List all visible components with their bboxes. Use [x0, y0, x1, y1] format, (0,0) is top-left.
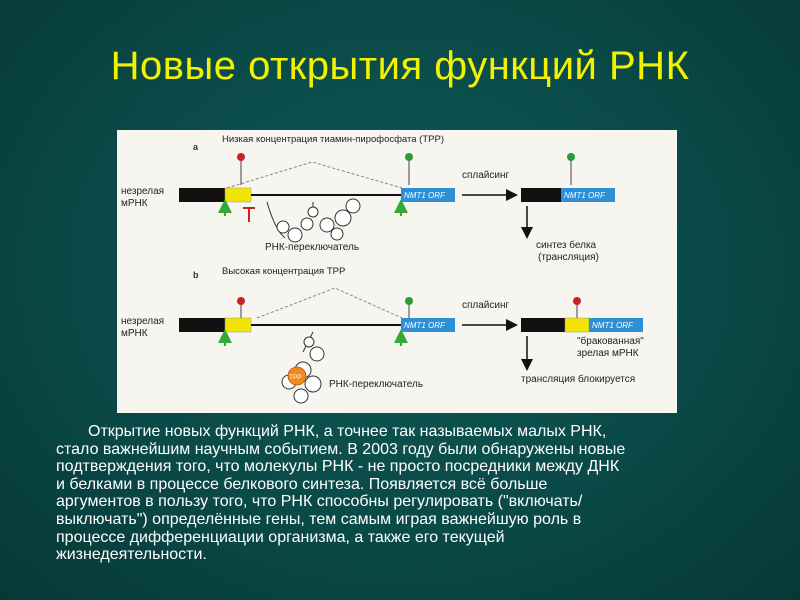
stop-marker-red-b2 [573, 297, 581, 318]
panel-a-letter: a [193, 142, 199, 152]
mature-orf-label-a: NMT1 ORF [564, 191, 606, 200]
stop-marker-green-a [405, 153, 413, 185]
splice-path-a [227, 162, 402, 188]
paragraph-line: аргументов в пользу того, что РНК способ… [56, 493, 756, 511]
defective-line1: "бракованная" [577, 335, 644, 347]
panel-b-condition: Высокая концентрация TPP [222, 266, 345, 277]
intron-yellow-b [225, 318, 251, 332]
result-a-line1: синтез белка [536, 239, 597, 251]
tpp-label: TPP [289, 374, 302, 381]
stop-marker-red-a [237, 153, 245, 185]
mature-exon-a [521, 188, 561, 202]
orf-label-b: NMT1 ORF [404, 321, 446, 330]
stop-marker-green-b [405, 297, 413, 318]
switch-label-a: РНК-переключатель [265, 242, 359, 253]
paragraph-line: подтверждения того, что молекулы РНК - н… [56, 458, 756, 476]
slide-paragraph: Открытие новых функций РНК, а точнее так… [56, 423, 756, 564]
paragraph-line: выключать") определённые гены, тем самым… [56, 511, 756, 529]
mature-orf-label-b: NMT1 ORF [592, 321, 634, 330]
exon-black-a [179, 188, 225, 202]
rna-switch-structure-a [267, 199, 360, 242]
immature-mrna-a-line1: незрелая [121, 186, 164, 197]
splice-path-b [257, 288, 402, 318]
paragraph-line: процессе дифференциации организма, а так… [56, 529, 756, 547]
result-a-line2: (трансляция) [538, 252, 599, 263]
riboswitch-diagram: a Низкая концентрация тиамин-пирофосфата… [117, 130, 677, 413]
mature-exon-b [521, 318, 565, 332]
intron-yellow-a [225, 188, 251, 202]
result-b: трансляция блокируется [521, 373, 635, 385]
defective-line2: зрелая мРНК [577, 348, 639, 359]
rna-switch-structure-b [282, 332, 324, 403]
stop-marker-green-a2 [567, 153, 575, 185]
splicing-label-a: сплайсинг [462, 170, 510, 181]
slide-title: Новые открытия функций РНК [0, 44, 800, 89]
paragraph-line: жизнедеятельности. [56, 546, 756, 564]
paragraph-line: и белками в процессе белкового синтеза. … [56, 476, 756, 494]
stop-marker-red-b [237, 297, 245, 318]
switch-label-b: РНК-переключатель [329, 379, 423, 390]
exon-black-b [179, 318, 225, 332]
inhibition-mark-a [243, 208, 255, 222]
splicing-label-b: сплайсинг [462, 300, 510, 311]
panel-b-letter: b [193, 270, 199, 280]
mature-intron-b [565, 318, 589, 332]
orf-label-a: NMT1 ORF [404, 191, 446, 200]
paragraph-line: стало важнейшим научным событием. В 2003… [56, 441, 756, 459]
immature-mrna-a-line2: мРНК [121, 198, 148, 209]
panel-a-condition: Низкая концентрация тиамин-пирофосфата (… [222, 134, 444, 145]
paragraph-line: Открытие новых функций РНК, а точнее так… [56, 423, 756, 441]
immature-mrna-b-line1: незрелая [121, 316, 164, 327]
immature-mrna-b-line2: мРНК [121, 328, 148, 339]
